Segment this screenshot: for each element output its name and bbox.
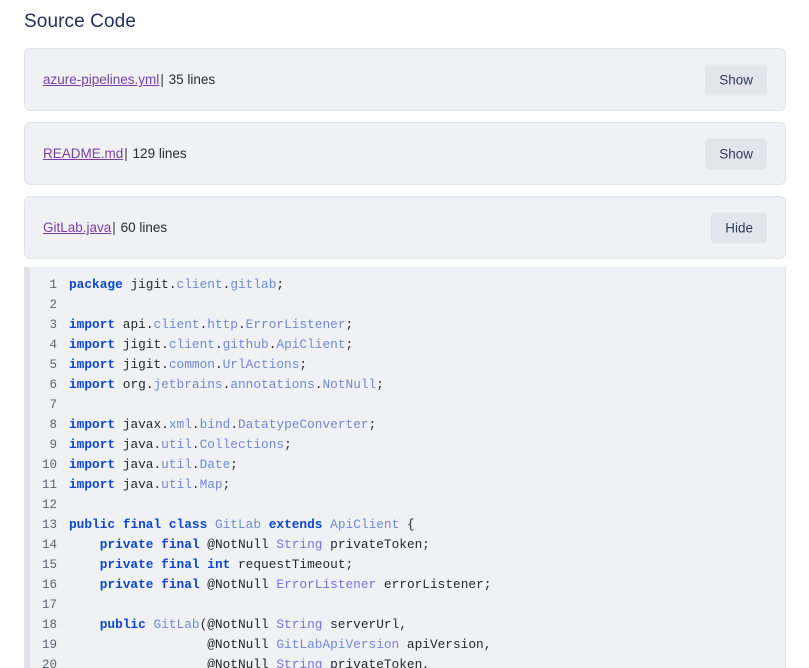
code-text: @NotNull GitLabApiVersion apiVersion, (207, 637, 492, 652)
file-line-count: 35 lines (168, 72, 216, 87)
file-card-content: README.md| 129 lines (43, 123, 767, 184)
line-number: 13 (41, 518, 57, 532)
file-link[interactable]: GitLab.java (43, 220, 112, 235)
line-number: 17 (41, 598, 57, 612)
file-card-azure-pipelines-yml[interactable]: azure-pipelines.yml| 35 lines Show (24, 48, 786, 111)
code-text: import javax.xml.bind.DatatypeConverter; (69, 417, 377, 432)
line-number: 14 (41, 538, 57, 552)
code-text: private final @NotNull ErrorListener err… (99, 577, 492, 592)
file-card-gitlab-java[interactable]: GitLab.java| 60 lines Hide (24, 196, 786, 259)
line-number: 8 (49, 418, 57, 432)
code-line: 17 (25, 595, 785, 615)
line-number: 10 (41, 458, 57, 472)
code-line: 14 private final @NotNull String private… (25, 535, 785, 555)
code-text: public GitLab(@NotNull String serverUrl, (99, 617, 407, 632)
code-text: import jigit.common.UrlActions; (69, 357, 308, 372)
page-title: Source Code (24, 11, 137, 32)
toggle-source-button[interactable]: Hide (711, 212, 767, 243)
code-line: 4 import jigit.client.github.ApiClient; (25, 335, 785, 355)
code-line: 15 private final int requestTimeout; (25, 555, 785, 575)
line-number: 20 (41, 658, 57, 668)
file-separator: | (160, 72, 164, 87)
file-meta: azure-pipelines.yml| 35 lines (43, 72, 215, 87)
code-text: import java.util.Map; (69, 477, 231, 492)
code-line: 9 import java.util.Collections; (25, 435, 785, 455)
line-number: 18 (41, 618, 57, 632)
code-line: 2 (25, 295, 785, 315)
code-text: import jigit.client.github.ApiClient; (69, 337, 354, 352)
code-line: 1 package jigit.client.gitlab; (25, 275, 785, 295)
line-number: 6 (49, 378, 57, 392)
code-line: 3 import api.client.http.ErrorListener; (25, 315, 785, 335)
line-number: 15 (41, 558, 57, 572)
toggle-source-button[interactable]: Show (705, 64, 767, 95)
code-line: 10 import java.util.Date; (25, 455, 785, 475)
line-number: 16 (41, 578, 57, 592)
code-line: 12 (25, 495, 785, 515)
file-separator: | (112, 220, 116, 235)
code-line: 20 @NotNull String privateToken, (25, 655, 785, 668)
code-text: package jigit.client.gitlab; (69, 277, 285, 292)
code-line: 13 public final class GitLab extends ApiC… (25, 515, 785, 535)
file-link[interactable]: azure-pipelines.yml (43, 72, 160, 87)
code-line: 19 @NotNull GitLabApiVersion apiVersion, (25, 635, 785, 655)
code-text: @NotNull String privateToken, (207, 657, 430, 668)
line-number: 4 (49, 338, 57, 352)
file-card-content: azure-pipelines.yml| 35 lines (43, 49, 767, 110)
file-separator: | (124, 146, 128, 161)
code-line: 7 (25, 395, 785, 415)
line-number: 7 (49, 398, 57, 412)
line-number: 5 (49, 358, 57, 372)
file-line-count: 129 lines (132, 146, 187, 161)
line-number: 3 (49, 318, 57, 332)
toggle-source-button[interactable]: Show (705, 138, 767, 169)
file-meta: GitLab.java| 60 lines (43, 220, 167, 235)
code-line: 5 import jigit.common.UrlActions; (25, 355, 785, 375)
file-line-count: 60 lines (120, 220, 168, 235)
file-meta: README.md| 129 lines (43, 146, 187, 161)
line-number: 12 (41, 498, 57, 512)
line-number: 1 (49, 278, 57, 292)
file-link[interactable]: README.md (43, 146, 124, 161)
file-card-readme-md[interactable]: README.md| 129 lines Show (24, 122, 786, 185)
source-code-viewer[interactable]: 1 package jigit.client.gitlab; 2 3 import ap… (24, 267, 786, 668)
line-number: 2 (49, 298, 57, 312)
code-lines: 1 package jigit.client.gitlab; 2 3 import ap… (25, 267, 785, 668)
code-text: private final @NotNull String privateTok… (99, 537, 430, 552)
gutter-strip (25, 267, 30, 668)
code-text: import java.util.Collections; (69, 437, 292, 452)
code-line: 8 import javax.xml.bind.DatatypeConverter… (25, 415, 785, 435)
code-text: public final class GitLab extends ApiCli… (69, 517, 415, 532)
code-line: 6 import org.jetbrains.annotations.NotNul… (25, 375, 785, 395)
code-line: 11 import java.util.Map; (25, 475, 785, 495)
line-number: 19 (41, 638, 57, 652)
code-line: 18 public GitLab(@NotNull String serverU… (25, 615, 785, 635)
file-card-content: GitLab.java| 60 lines (43, 197, 767, 258)
code-text: import api.client.http.ErrorListener; (69, 317, 354, 332)
file-card-list: azure-pipelines.yml| 35 lines Show READM… (24, 48, 786, 668)
code-text: import org.jetbrains.annotations.NotNull… (69, 377, 384, 392)
line-number: 11 (41, 478, 57, 492)
code-line: 16 private final @NotNull ErrorListener … (25, 575, 785, 595)
code-text: private final int requestTimeout; (99, 557, 354, 572)
line-number: 9 (49, 438, 57, 452)
code-text: import java.util.Date; (69, 457, 238, 472)
